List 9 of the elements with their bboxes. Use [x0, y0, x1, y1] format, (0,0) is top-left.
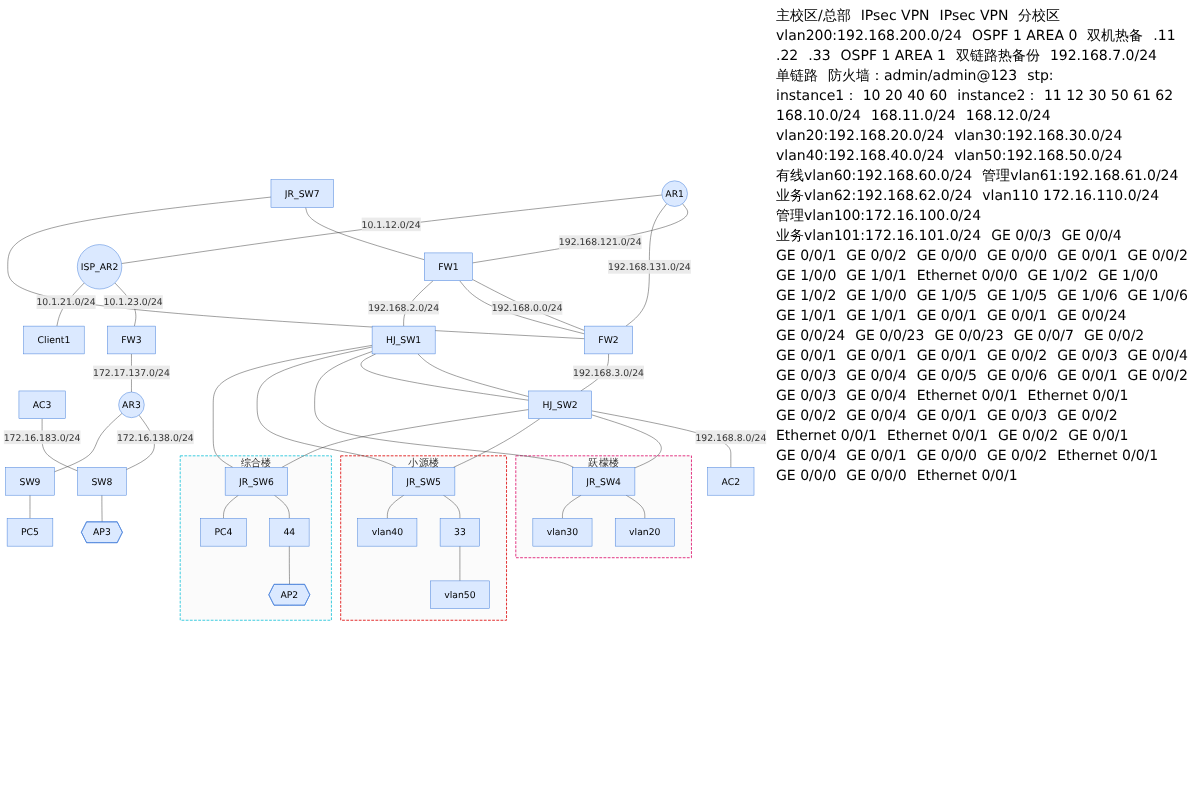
connector: [121, 194, 663, 264]
connector: [281, 409, 529, 468]
connector: [54, 413, 123, 473]
connector: [256, 346, 397, 468]
connector: [472, 203, 688, 264]
connector: [305, 207, 425, 260]
connector: [453, 418, 541, 468]
connector: [625, 203, 667, 327]
connector: [314, 351, 574, 468]
